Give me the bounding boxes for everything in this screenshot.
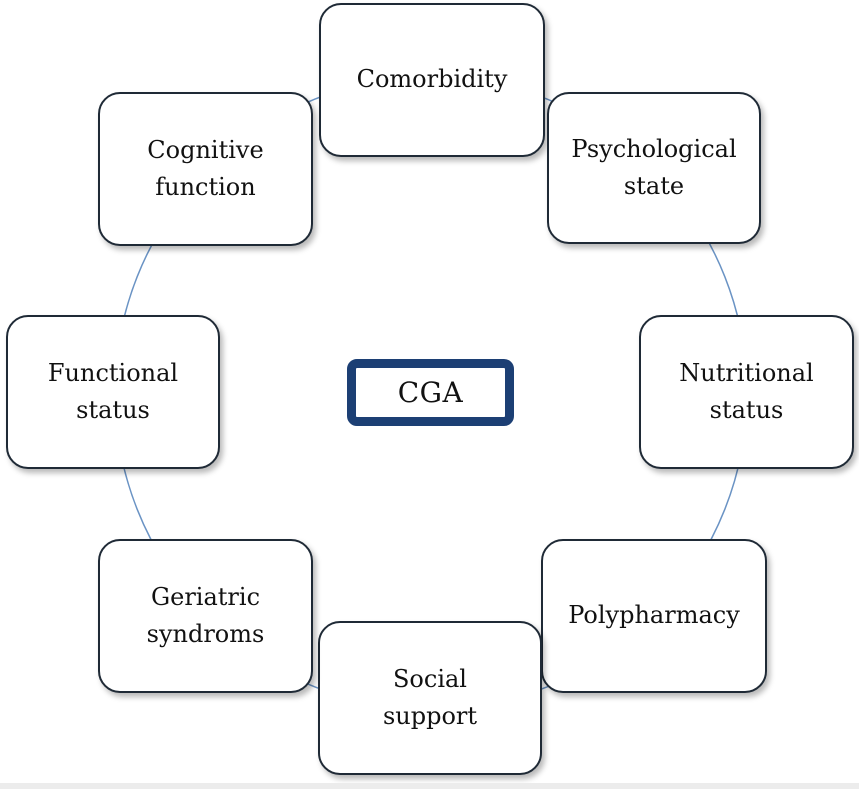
node-comorbidity-label: Comorbidity (356, 65, 508, 94)
bottom-divider (0, 783, 859, 789)
node-social-support: Social support (318, 621, 542, 775)
node-social-support-label: Social support (382, 664, 478, 730)
node-polypharmacy: Polypharmacy (541, 539, 767, 693)
node-nutritional-status: Nutritional status (639, 315, 854, 469)
node-psychological-state-label: Psychological state (571, 134, 737, 200)
node-comorbidity: Comorbidity (319, 3, 545, 157)
node-cognitive-function-label: Cognitive function (147, 135, 264, 201)
node-cognitive-function: Cognitive function (98, 92, 313, 246)
center-cga-box: CGA (347, 359, 514, 426)
node-nutritional-status-label: Nutritional status (679, 358, 814, 424)
center-cga-label: CGA (397, 376, 464, 409)
node-geriatric-syndroms-label: Geriatric syndroms (146, 582, 265, 648)
node-polypharmacy-label: Polypharmacy (568, 601, 740, 630)
node-psychological-state: Psychological state (547, 92, 761, 244)
node-functional-status: Functional status (6, 315, 220, 469)
node-geriatric-syndroms: Geriatric syndroms (98, 539, 313, 693)
node-functional-status-label: Functional status (47, 358, 179, 424)
